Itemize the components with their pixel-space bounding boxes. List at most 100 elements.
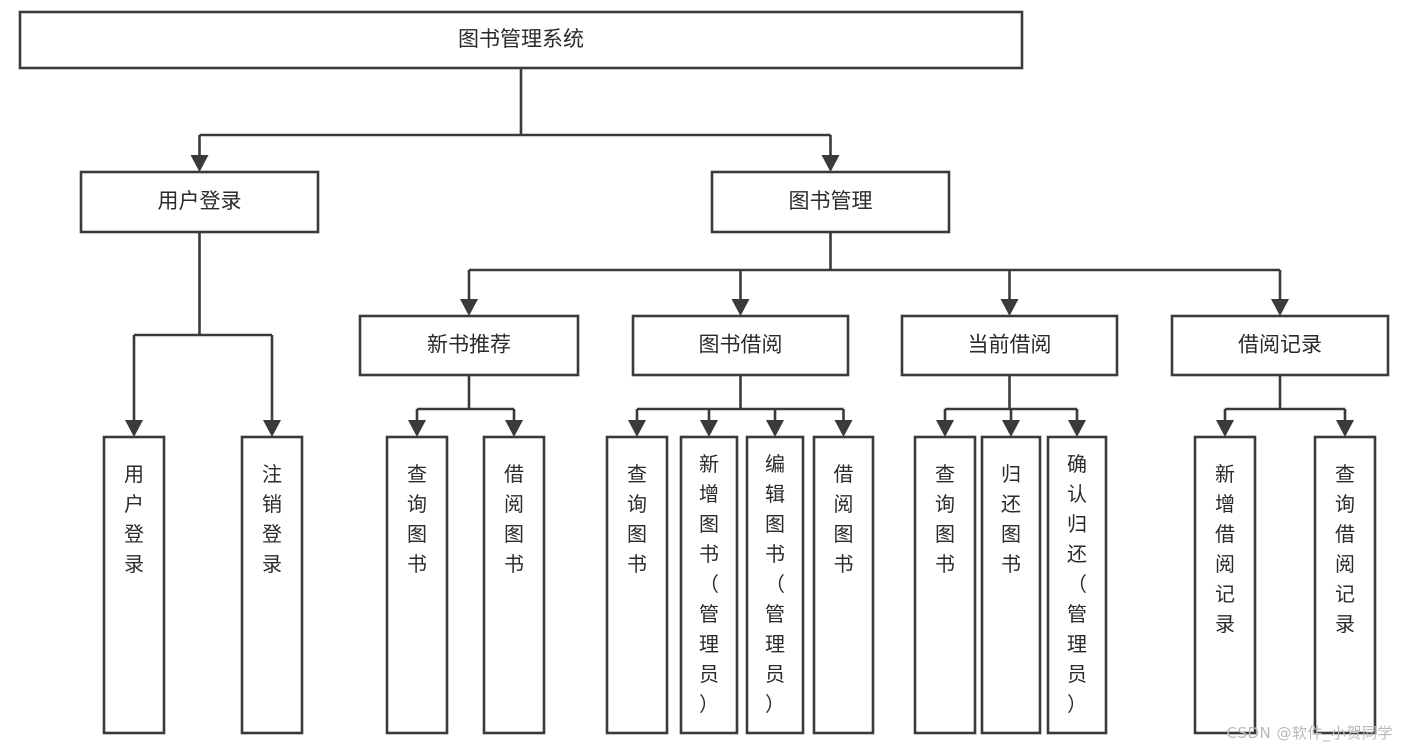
- arrow-head-icon: [408, 420, 426, 437]
- level3-node[interactable]: 图书借阅: [631, 314, 850, 377]
- level3-node[interactable]: 借阅记录: [1170, 314, 1390, 377]
- node-label-glyph: 查: [1335, 462, 1355, 486]
- connector-new-book-to-leaves: [408, 375, 523, 437]
- connector-user-login-to-leaves: [125, 232, 281, 437]
- node-label-glyph: 书: [834, 552, 854, 576]
- node-label-glyph: 查: [935, 462, 955, 486]
- level2-node[interactable]: 图书管理: [710, 170, 951, 234]
- leaf-node[interactable]: 查询图书: [605, 435, 669, 735]
- arrow-head-icon: [1271, 299, 1289, 316]
- connector-layer: [125, 68, 1354, 437]
- node-box[interactable]: [102, 435, 166, 735]
- node-label-glyph: 管: [765, 602, 785, 626]
- leaf-node[interactable]: 查询图书: [913, 435, 977, 735]
- node-box[interactable]: [710, 170, 951, 234]
- node-label-glyph: 员: [1067, 662, 1087, 686]
- node-label-glyph: 图: [504, 522, 524, 546]
- node-label-glyph: 户: [124, 492, 144, 516]
- leaf-node[interactable]: 新增图书（管理员）: [679, 435, 739, 735]
- node-box[interactable]: [745, 435, 805, 735]
- node-label-glyph: 图: [407, 522, 427, 546]
- node-box[interactable]: [1193, 435, 1257, 735]
- leaf-node[interactable]: 借阅图书: [812, 435, 875, 735]
- node-label-glyph: 图: [834, 522, 854, 546]
- node-label-glyph: 理: [1067, 632, 1087, 656]
- node-label-glyph: 理: [699, 632, 719, 656]
- node-label-glyph: 书: [935, 552, 955, 576]
- node-label-glyph: 确: [1067, 452, 1087, 476]
- arrow-head-icon: [834, 420, 853, 437]
- node-box[interactable]: [79, 170, 320, 234]
- leaf-node[interactable]: 查询借阅记录: [1313, 435, 1377, 735]
- leaf-node[interactable]: 借阅图书: [482, 435, 546, 735]
- leaf-node[interactable]: 确认归还（管理员）: [1046, 435, 1108, 735]
- node-label: 新增借阅记录: [1215, 462, 1235, 636]
- node-box[interactable]: [679, 435, 739, 735]
- arrow-head-icon: [460, 299, 478, 316]
- node-label-glyph: 还: [1067, 542, 1087, 566]
- leaf-node[interactable]: 归还图书: [980, 435, 1042, 735]
- level3-node[interactable]: 当前借阅: [900, 314, 1119, 377]
- node-label-glyph: 书: [407, 552, 427, 576]
- node-label-glyph: 录: [1215, 612, 1235, 636]
- node-box[interactable]: [631, 314, 850, 377]
- node-box[interactable]: [812, 435, 875, 735]
- connector-record-to-leaves: [1216, 375, 1354, 437]
- node-box[interactable]: [900, 314, 1119, 377]
- node-box[interactable]: [605, 435, 669, 735]
- node-label-glyph: 还: [1001, 492, 1021, 516]
- node-label-glyph: 录: [124, 552, 144, 576]
- node-label-glyph: ）: [699, 692, 719, 716]
- level2-node[interactable]: 用户登录: [79, 170, 320, 234]
- arrow-head-icon: [821, 155, 840, 172]
- arrow-head-icon: [1216, 420, 1234, 437]
- node-label: 借阅图书: [834, 462, 854, 576]
- node-layer: 图书管理系统用户登录图书管理新书推荐图书借阅当前借阅借阅记录用户登录注销登录查询…: [18, 10, 1390, 735]
- arrow-head-icon: [1336, 420, 1354, 437]
- node-box[interactable]: [980, 435, 1042, 735]
- node-label-glyph: 询: [407, 492, 427, 516]
- node-box[interactable]: [18, 10, 1024, 70]
- node-label-glyph: （: [765, 572, 785, 596]
- node-box[interactable]: [240, 435, 304, 735]
- node-box[interactable]: [913, 435, 977, 735]
- node-label-glyph: 书: [765, 542, 785, 566]
- node-box[interactable]: [385, 435, 449, 735]
- node-label-glyph: 阅: [1215, 552, 1235, 576]
- node-box[interactable]: [358, 314, 580, 377]
- node-label-glyph: 登: [262, 522, 282, 546]
- watermark-text: CSDN @软件_小贺同学: [1226, 724, 1393, 742]
- leaf-node[interactable]: 新增借阅记录: [1193, 435, 1257, 735]
- node-label-glyph: 新: [699, 452, 719, 476]
- node-box[interactable]: [1313, 435, 1377, 735]
- node-label: 借阅记录: [1238, 333, 1322, 357]
- arrow-head-icon: [731, 299, 750, 316]
- connector-borrow-to-leaves: [628, 375, 853, 437]
- level3-node[interactable]: 新书推荐: [358, 314, 580, 377]
- node-label-glyph: （: [699, 572, 719, 596]
- connector-book-mgmt-to-level3: [460, 232, 1289, 316]
- node-label-glyph: 查: [407, 462, 427, 486]
- arrow-head-icon: [190, 155, 209, 172]
- node-label-glyph: 增: [1215, 492, 1235, 516]
- node-box[interactable]: [1046, 435, 1108, 735]
- root-node[interactable]: 图书管理系统: [18, 10, 1024, 70]
- arrow-head-icon: [766, 420, 784, 437]
- node-box[interactable]: [1170, 314, 1390, 377]
- leaf-node[interactable]: 注销登录: [240, 435, 304, 735]
- node-label-glyph: ）: [765, 692, 785, 716]
- leaf-node[interactable]: 查询图书: [385, 435, 449, 735]
- node-label: 借阅图书: [504, 462, 524, 576]
- node-label-glyph: 录: [262, 552, 282, 576]
- node-label-glyph: 图: [1001, 522, 1021, 546]
- node-label-glyph: 归: [1067, 512, 1087, 536]
- arrow-head-icon: [1000, 299, 1019, 316]
- connector-current-to-leaves: [936, 375, 1086, 437]
- node-label: 用户登录: [124, 462, 144, 576]
- node-box[interactable]: [482, 435, 546, 735]
- leaf-node[interactable]: 用户登录: [102, 435, 166, 735]
- node-label-glyph: 注: [262, 462, 282, 486]
- node-label-glyph: 书: [504, 552, 524, 576]
- node-label-glyph: 用: [124, 462, 144, 486]
- leaf-node[interactable]: 编辑图书（管理员）: [745, 435, 805, 735]
